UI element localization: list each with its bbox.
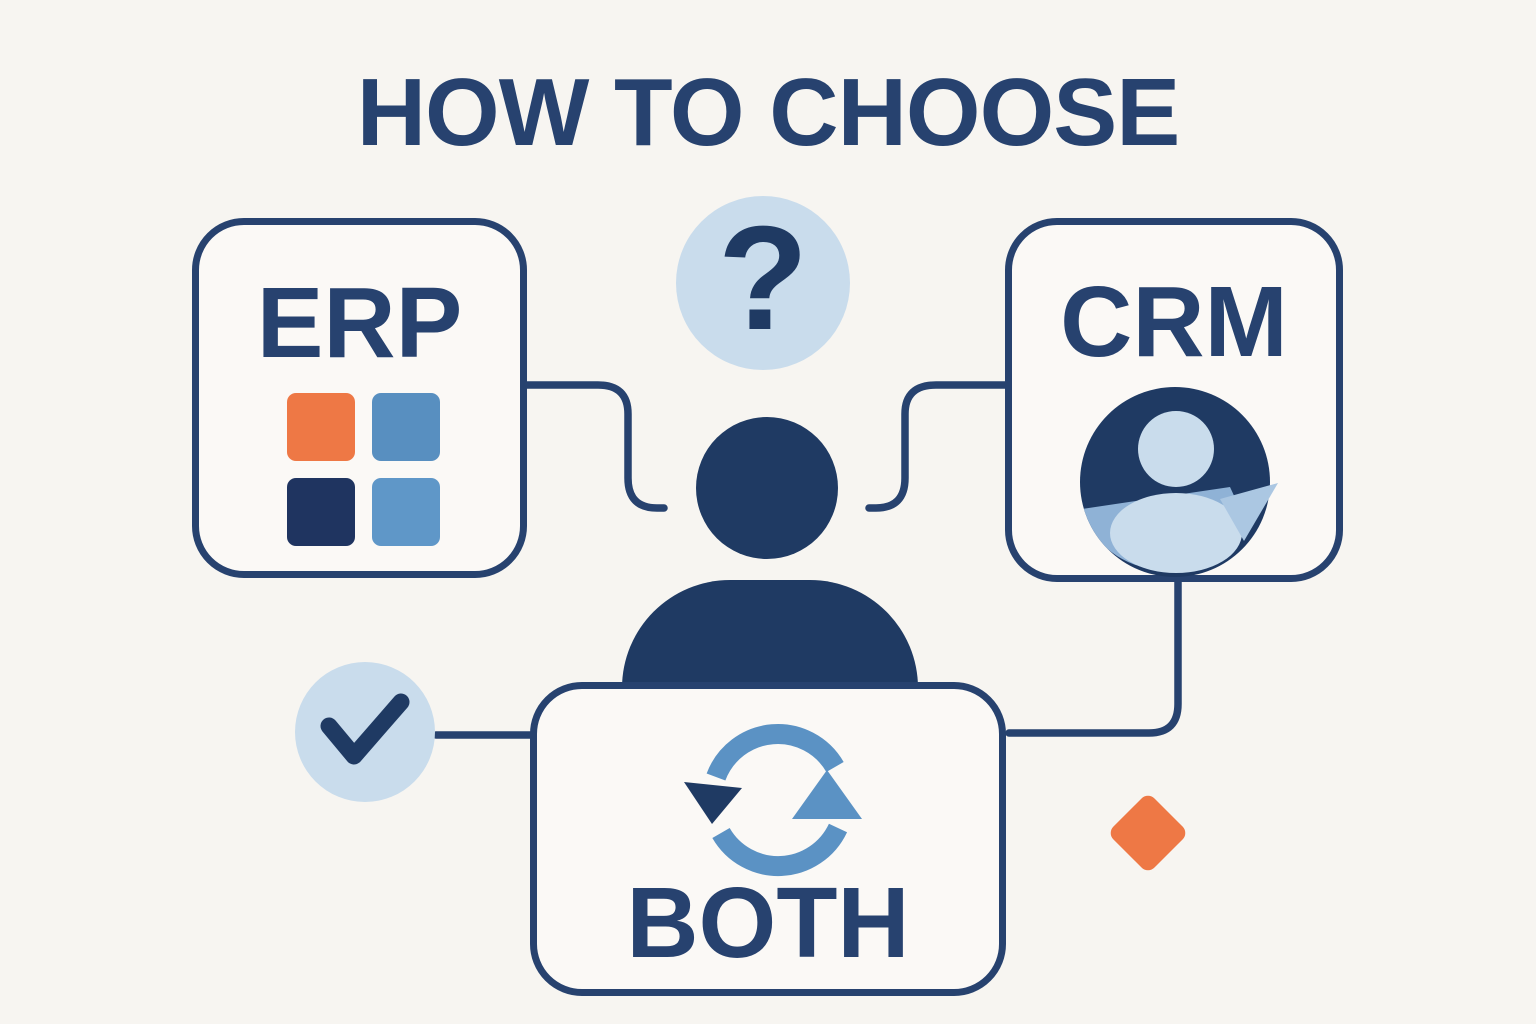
both-label: BOTH: [626, 866, 910, 979]
checkmark-icon: [320, 693, 410, 765]
question-circle: ?: [676, 196, 850, 370]
sync-arrows-icon: [684, 724, 862, 877]
profile-shoulders: [1110, 493, 1242, 573]
erp-to-person-connector: [523, 381, 668, 512]
profile-head: [1138, 411, 1214, 487]
grid-square-orange: [287, 393, 355, 461]
crm-to-person-connector: [865, 381, 1011, 512]
erp-label: ERP: [256, 266, 463, 379]
sync-top-arc: [706, 724, 844, 781]
sync-up-arrowhead: [792, 770, 862, 819]
person-body: [622, 580, 918, 688]
erp-card: [192, 218, 527, 578]
crm-to-both-connector: [1005, 576, 1182, 737]
sync-bottom-arc: [712, 823, 848, 877]
modules-grid-icon: [287, 393, 440, 546]
growth-arrowhead: [1220, 483, 1278, 541]
page-title: HOW TO CHOOSE: [356, 59, 1181, 166]
check-circle: [295, 662, 435, 802]
person-head: [696, 417, 838, 559]
crm-label: CRM: [1060, 265, 1288, 378]
grid-square-navy: [287, 478, 355, 546]
grid-square-blue-top: [372, 393, 440, 461]
grid-square-blue-bottom: [372, 478, 440, 546]
customer-profile-arrow-icon: [1080, 387, 1278, 577]
question-mark-icon: ?: [717, 196, 809, 361]
sync-down-arrowhead: [684, 782, 742, 824]
